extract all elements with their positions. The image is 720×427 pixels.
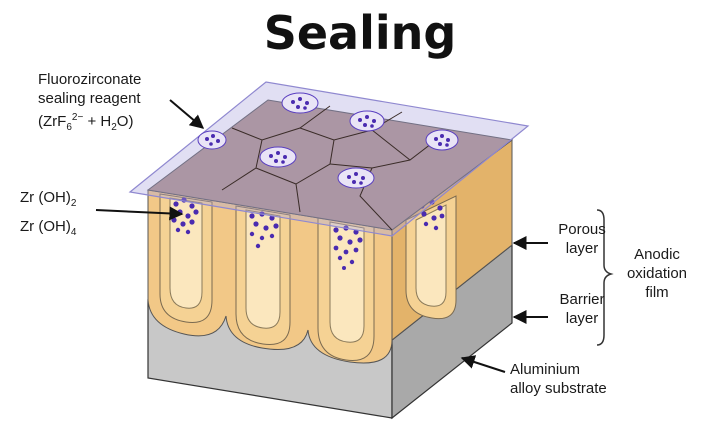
cell-boundaries: [221, 105, 445, 231]
surface-pore-particles: [205, 97, 450, 185]
surface-pores: [197, 92, 459, 189]
zr-hydroxide-label: Zr (OH)2 Zr (OH)4: [20, 189, 77, 238]
sealing-reagent-plane: [128, 81, 530, 237]
anodic-oxidation-film-label: Anodic oxidation film: [626, 246, 688, 301]
sealing-reagent-label: Fluorozirconate sealing reagent (ZrF62− …: [38, 71, 142, 133]
substrate-label: Aluminium alloy substrate: [510, 361, 607, 397]
diagram-title: Sealing: [263, 6, 457, 60]
porous-layer-label: Porous layer: [558, 221, 606, 257]
pointer-arrows: [95, 99, 548, 373]
film-bracket: [596, 209, 614, 346]
top-surface: [146, 99, 514, 231]
barrier-layer-label: Barrier layer: [559, 291, 605, 327]
